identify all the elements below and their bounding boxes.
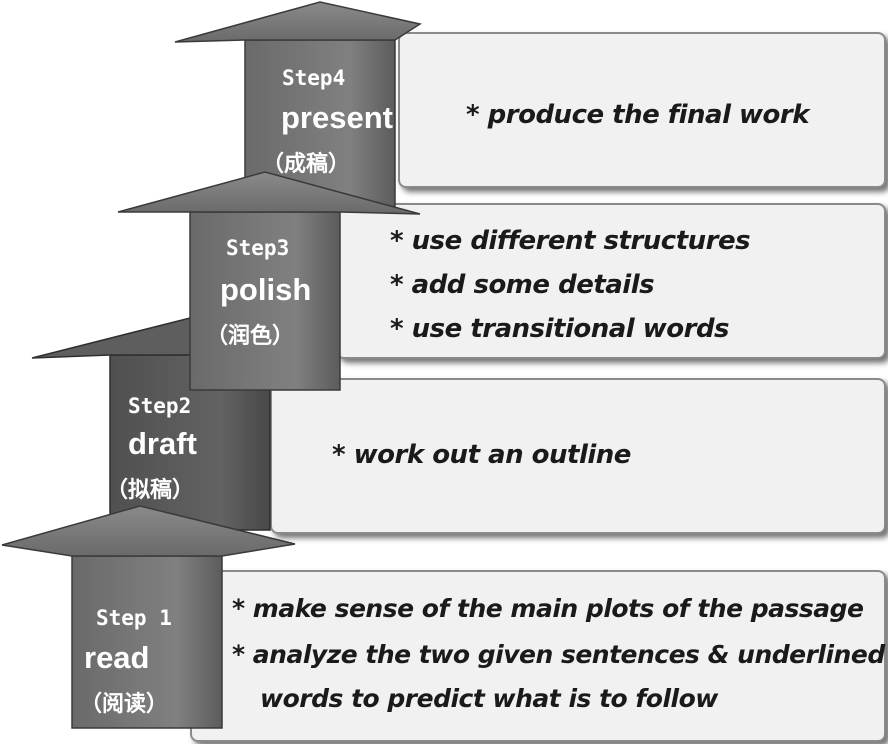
step1-box <box>190 570 886 742</box>
step4-name: present <box>281 100 393 135</box>
step1-number: Step 1 <box>96 606 172 630</box>
step2-name: draft <box>128 426 197 461</box>
step3-bullet-1: * use different structures <box>390 226 751 256</box>
step2-chinese: （拟稿） <box>106 478 195 503</box>
step1-arrow <box>1 505 296 729</box>
step1-bullet-2: * analyze the two given sentences & unde… <box>232 640 885 669</box>
step3-chinese: （润色） <box>206 324 295 349</box>
step3-bullet-2: * add some details <box>390 270 655 300</box>
step2-bullet-1: * work out an outline <box>332 440 631 470</box>
step1-name: read <box>84 640 150 675</box>
step4-box <box>398 32 886 188</box>
step4-chinese: （成稿） <box>262 152 351 177</box>
step3-number: Step3 <box>226 236 290 260</box>
step4-number: Step4 <box>282 66 346 90</box>
step2-box <box>270 378 886 534</box>
step3-box <box>336 203 886 359</box>
step1-bullet-1: * make sense of the main plots of the pa… <box>232 594 864 623</box>
step2-number: Step2 <box>128 394 192 418</box>
step1-bullet-3: words to predict what is to follow <box>260 684 718 713</box>
step3-bullet-3: * use transitional words <box>390 314 730 344</box>
step4-bullet-1: * produce the final work <box>466 100 810 130</box>
step3-name: polish <box>220 272 312 307</box>
step3-arrow <box>117 171 421 391</box>
step1-chinese: （阅读） <box>80 692 169 717</box>
